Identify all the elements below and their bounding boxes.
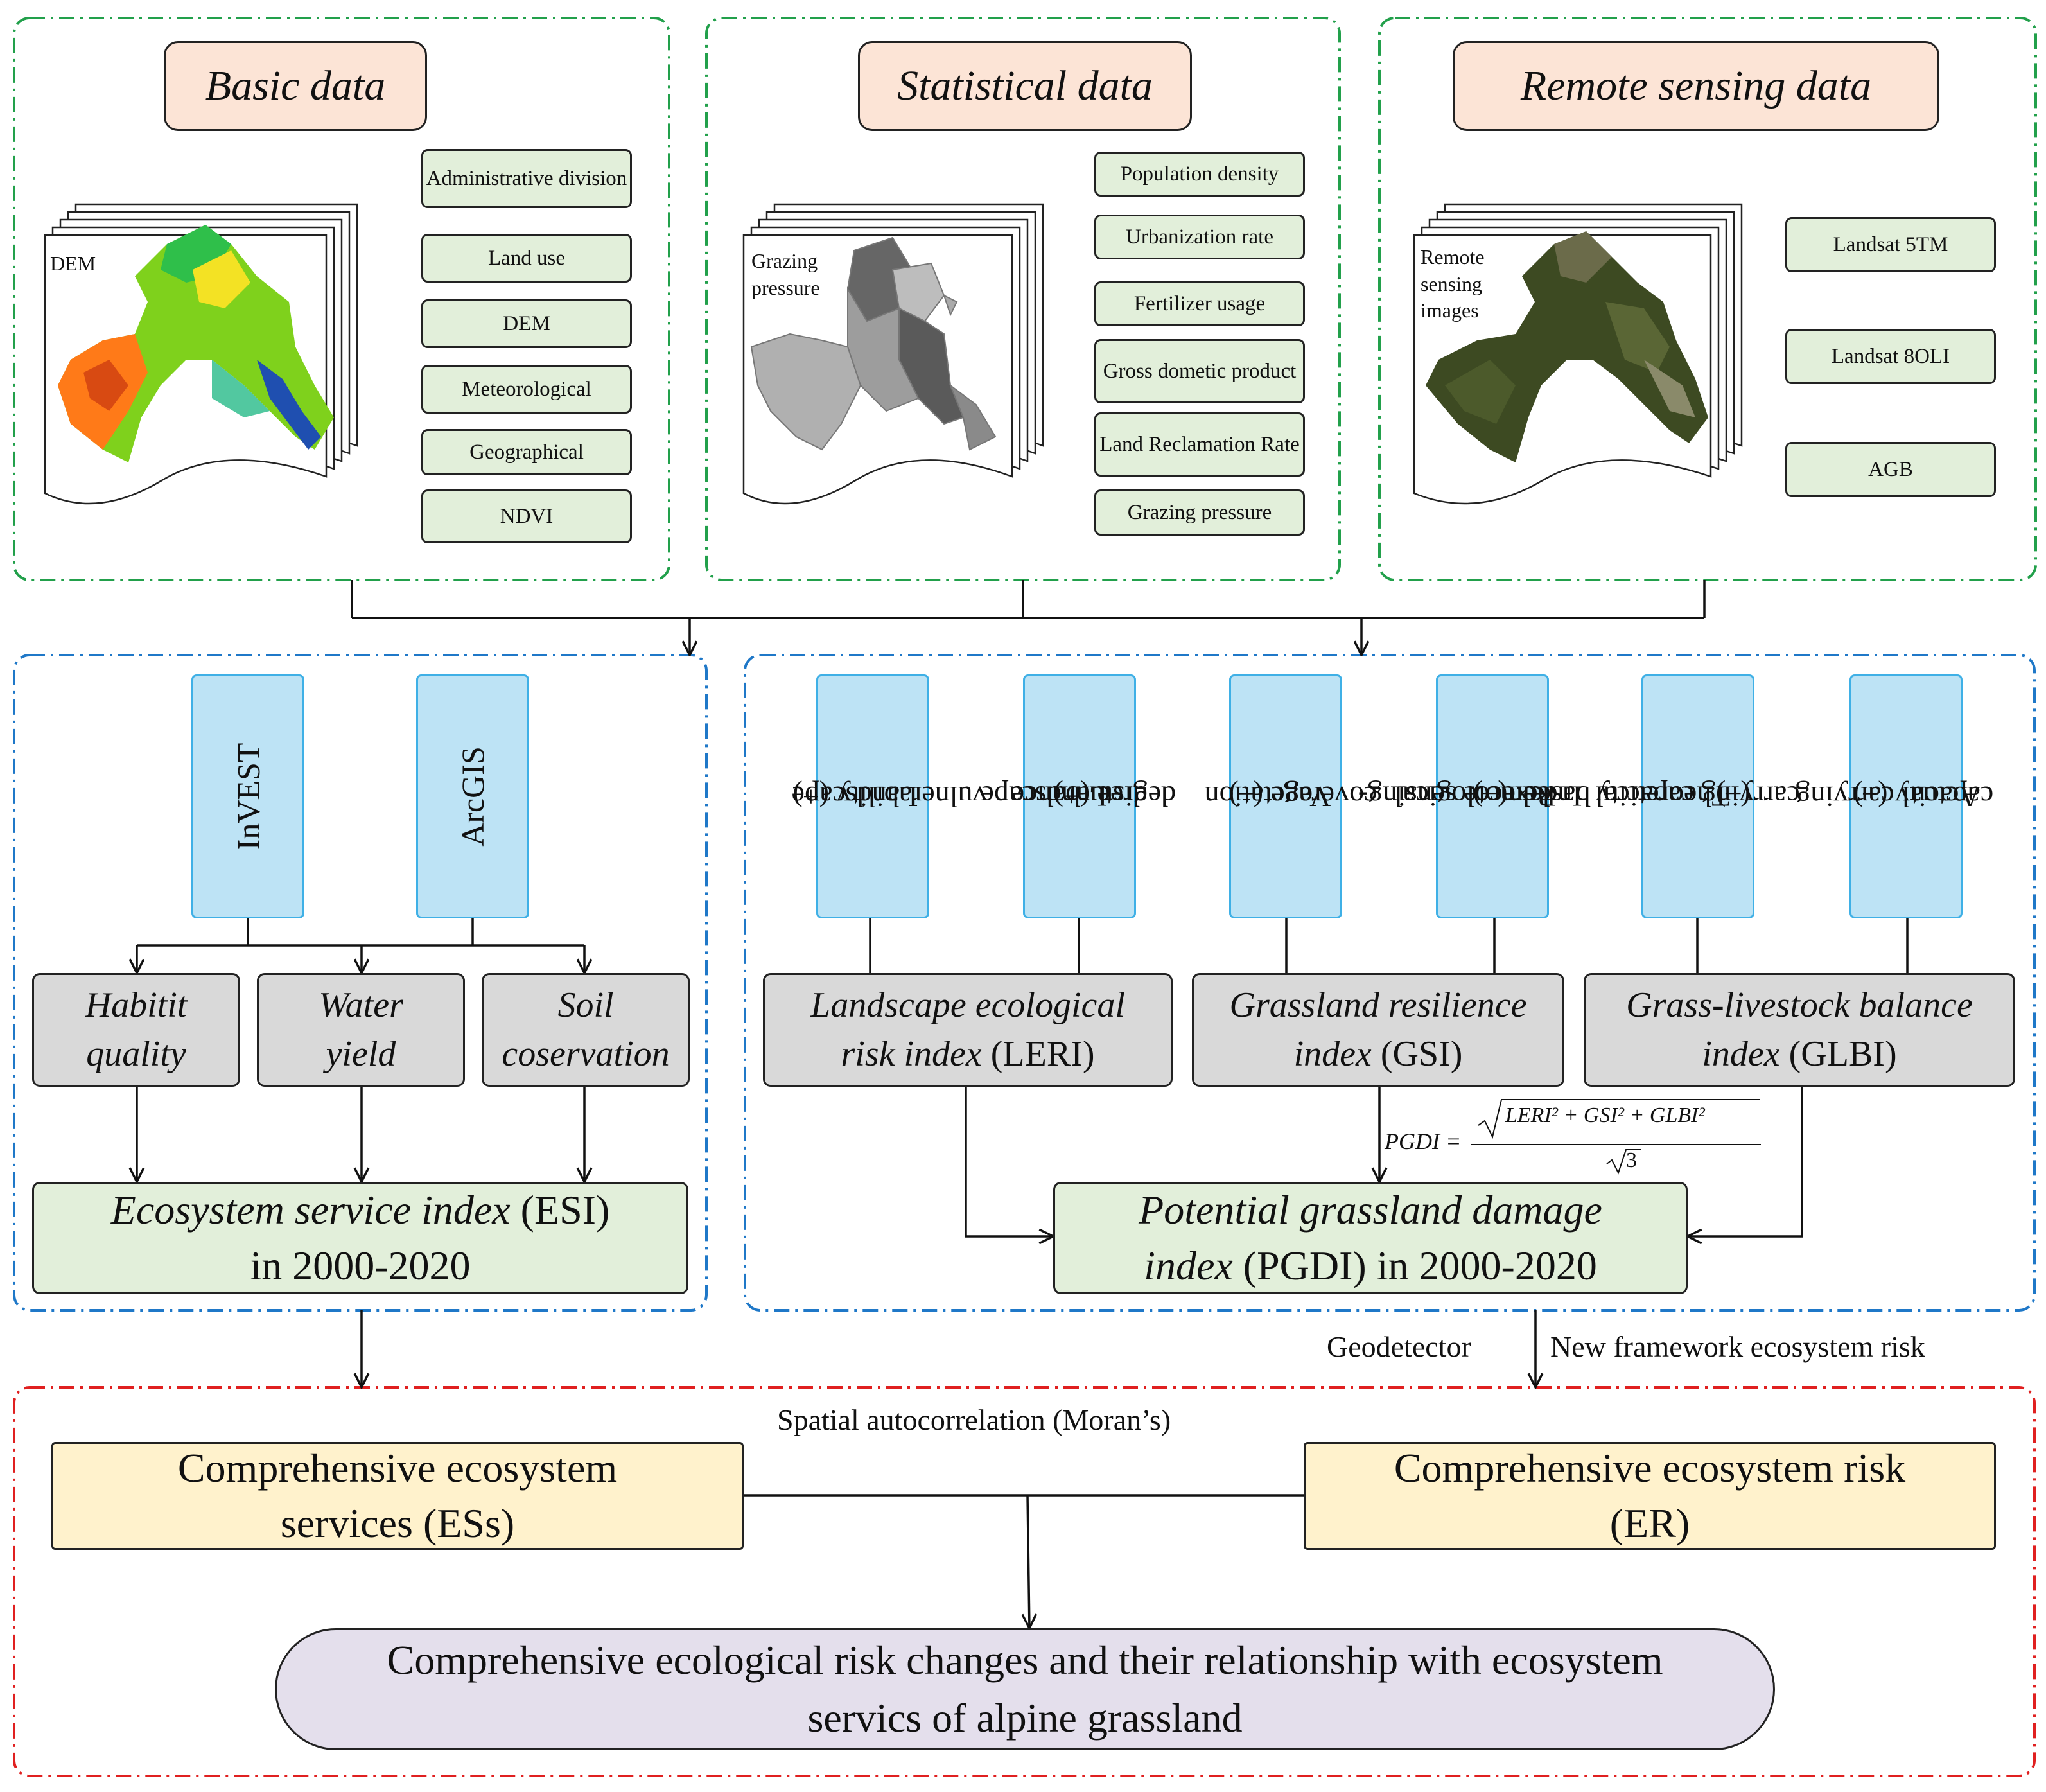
dem-map-shape [58,225,334,462]
basic-item: DEM [421,299,632,348]
statistical-data-title: Statistical data [858,41,1192,131]
grazing-map-shape [750,236,997,451]
spatial-autocorrelation-label: Spatial autocorrelation (Moran’s) [777,1403,1171,1436]
new-framework-label: New framework ecosystem risk [1550,1330,1925,1363]
remote-data-panel [1378,17,2037,581]
index-leri: Landscape ecological risk index (LERI) [763,973,1173,1087]
remote-map-shape [1426,231,1708,462]
pgdi-panel [744,654,2036,1312]
statistical-item: Urbanization rate [1094,215,1305,259]
tool-invest: InVEST [191,674,304,918]
formula-numerator: LERI² + GSI² + GLBI² [1505,1103,1705,1127]
index-glbi: Grass-livestock balance index (GLBI) [1584,973,2015,1087]
basic-item: NDVI [421,489,632,543]
outcome-panel [13,1386,2036,1777]
basic-data-title: Basic data [164,41,427,131]
statistical-item: Gross dometic product [1094,339,1305,403]
statistical-item: Land Reclamation Rate [1094,412,1305,477]
er-box: Comprehensive ecosystem risk(ER) [1304,1442,1996,1550]
basic-item: Land use [421,234,632,283]
pgdi-formula [1471,1099,1761,1175]
basic-item: Meteorological [421,365,632,414]
remote-item: AGB [1785,442,1996,497]
remote-item: Landsat 8OLI [1785,329,1996,384]
basic-item: Geographical [421,429,632,475]
formula-denominator: 3 [1626,1148,1637,1172]
statistical-item: Grazing pressure [1094,489,1305,536]
dem-map-label: DEM [50,252,96,275]
statistical-item: Fertilizer usage [1094,281,1305,326]
pgdi-result: Potential grassland damage index (PGDI) … [1053,1182,1688,1294]
geodetector-label: Geodetector [1327,1330,1471,1363]
tool-arcgis: ArcGIS [416,674,529,918]
esi-panel [13,654,708,1312]
grazing-map-label: Grazing pressure [751,249,820,299]
remote-sensing-data-title: Remote sensing data [1453,41,1939,131]
basic-item: Administrative division [421,149,632,208]
formula-lhs: PGDI = [1385,1129,1462,1154]
remote-map-label: Remote sensing images [1421,245,1485,322]
statistical-item: Population density [1094,152,1305,197]
index-gsi: Grassland resilience index (GSI) [1192,973,1564,1087]
final-outcome-box: Comprehensive ecological risk changes an… [275,1628,1775,1750]
esi-result: Ecosystem service index (ESI) in 2000-20… [32,1182,688,1294]
remote-item: Landsat 5TM [1785,217,1996,272]
basic-data-panel [13,17,670,581]
